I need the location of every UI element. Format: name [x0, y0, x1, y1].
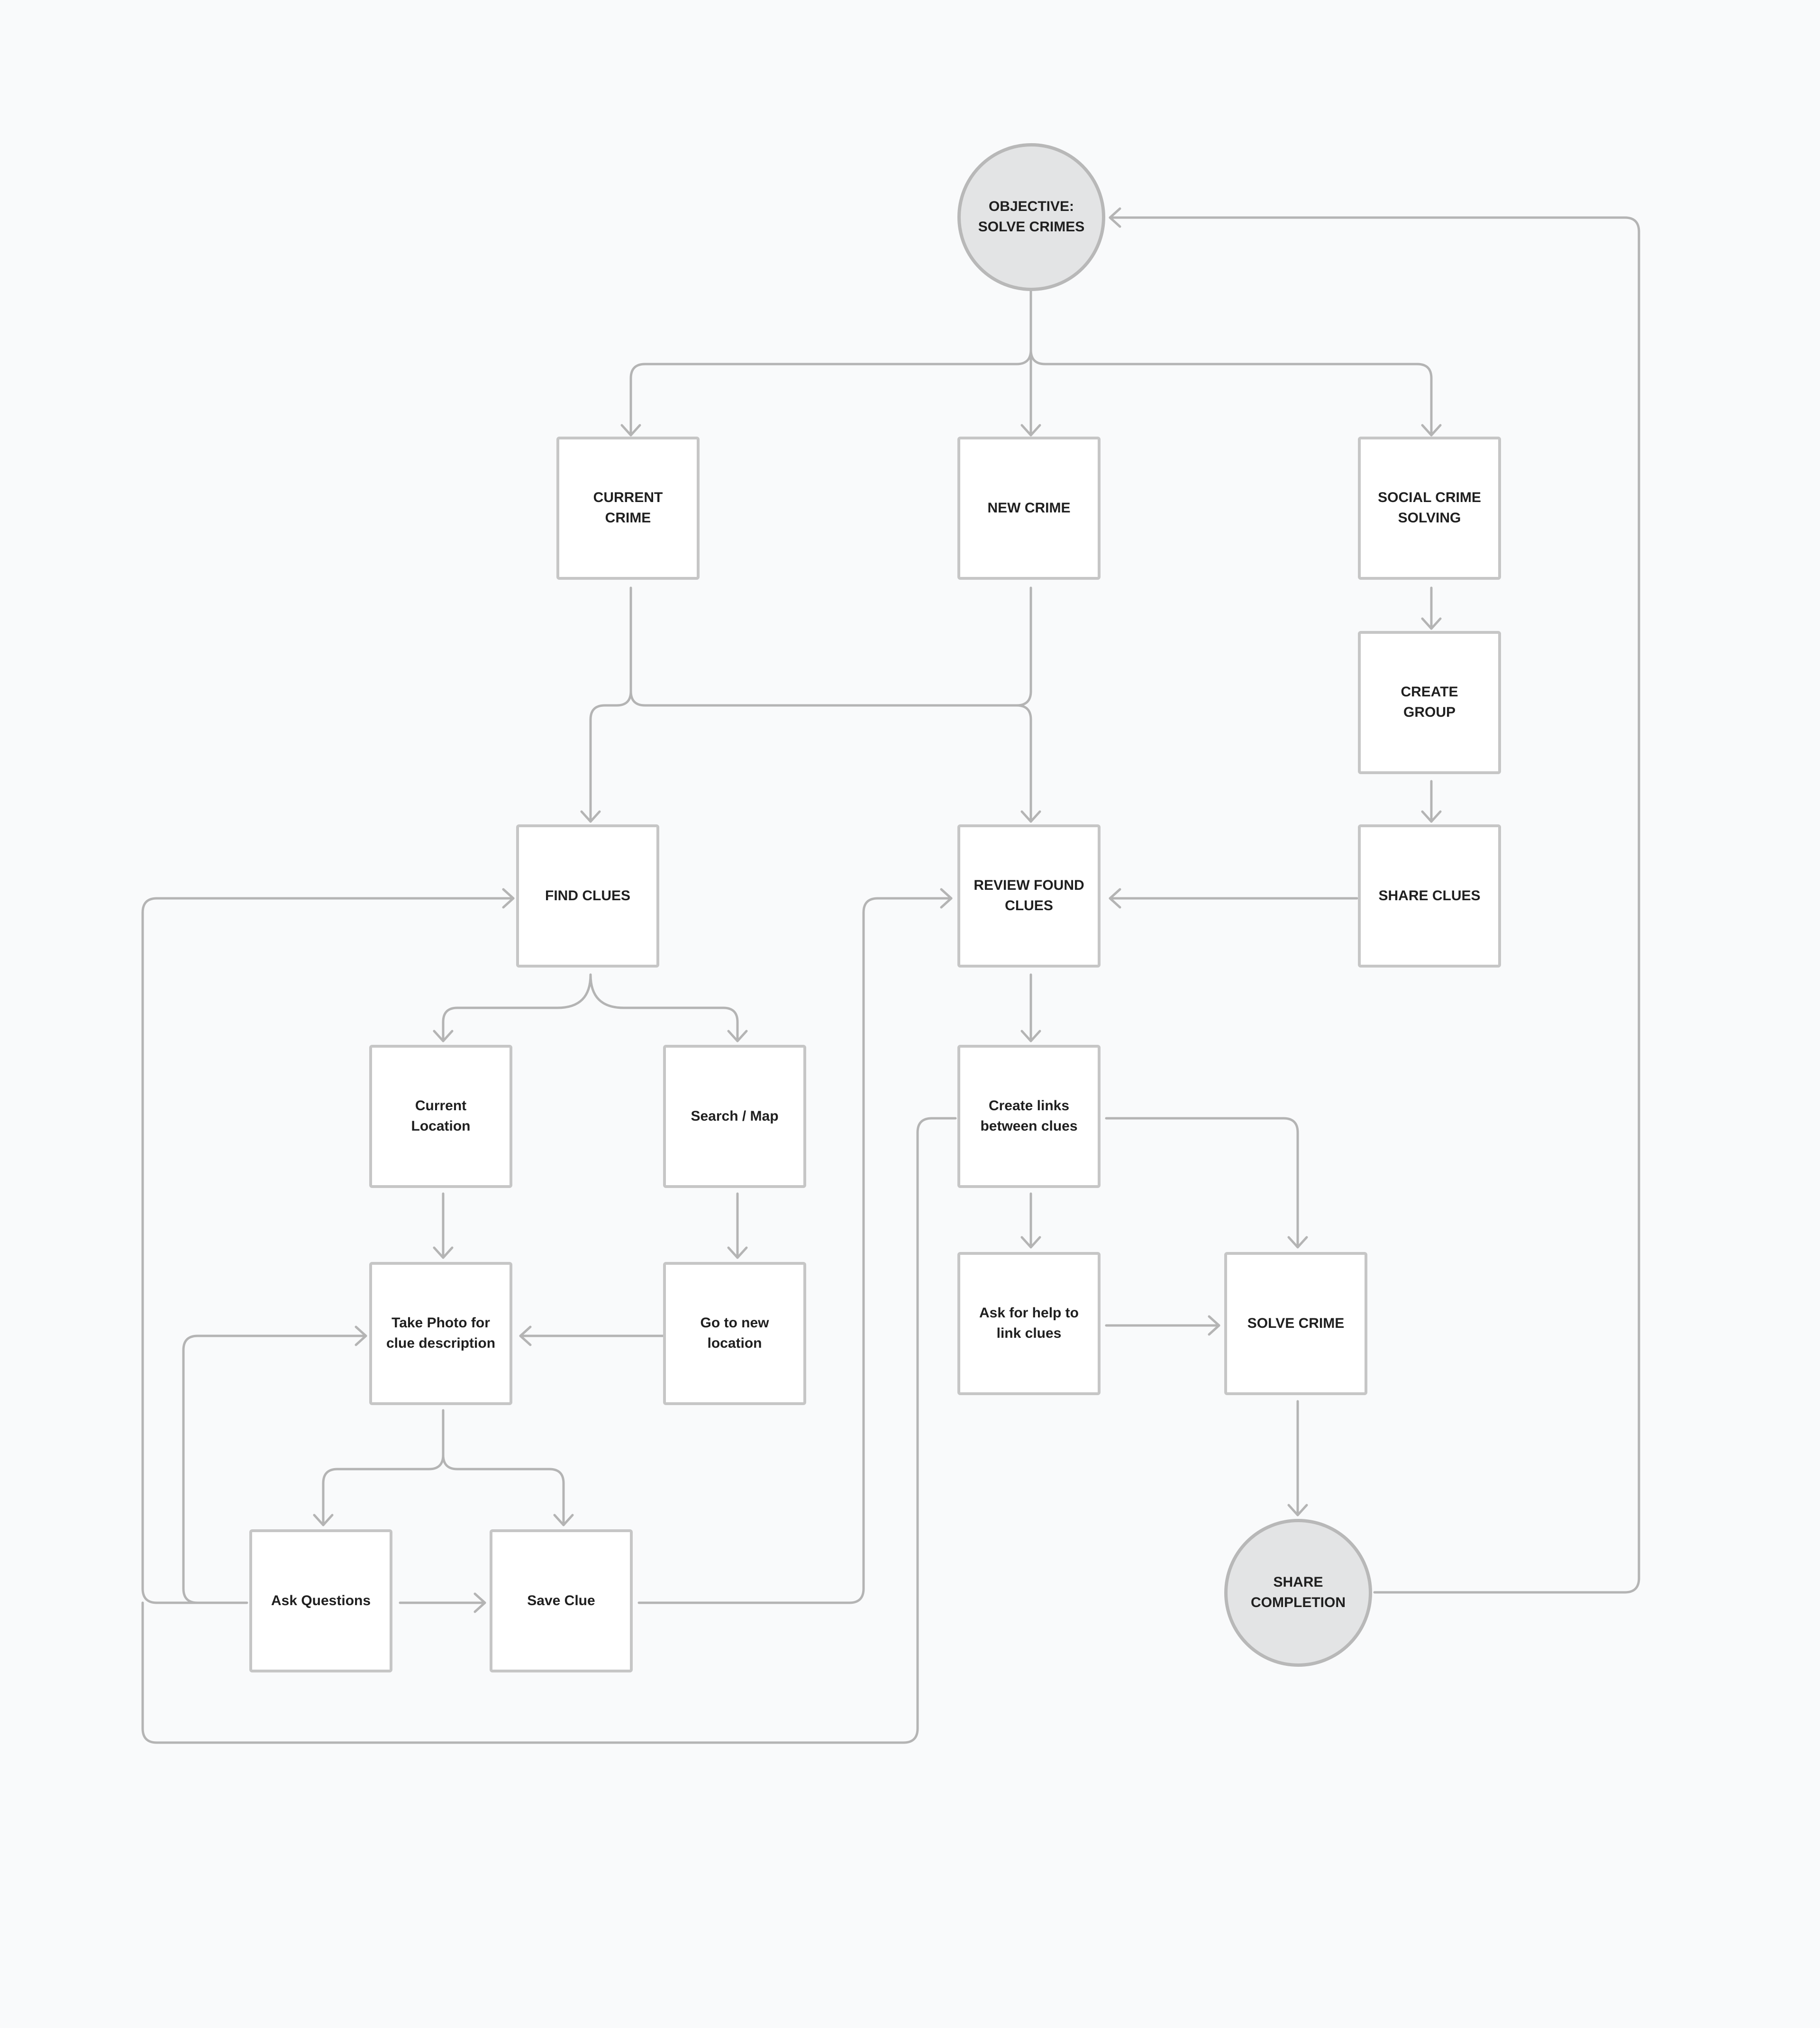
review-found-clues-label: REVIEW FOUND CLUES — [974, 877, 1084, 914]
edge-save-clue-to-review — [637, 897, 953, 1604]
edge-objective-to-social — [1029, 348, 1433, 437]
edge-merge-to-review — [1015, 704, 1032, 823]
go-to-new-location-box[interactable]: Go to new location — [663, 1262, 806, 1405]
new-crime-label: NEW CRIME — [987, 500, 1071, 516]
save-clue-box[interactable]: Save Clue — [490, 1529, 633, 1672]
ask-for-help-label: Ask for help to link clues — [979, 1305, 1079, 1341]
find-clues-label: FIND CLUES — [545, 887, 630, 904]
current-location-box[interactable]: Current Location — [369, 1045, 512, 1188]
new-crime-box[interactable]: NEW CRIME — [957, 437, 1101, 580]
share-completion-label: SHARE COMPLETION — [1251, 1574, 1346, 1610]
edge-objective-to-current-crime — [629, 289, 1032, 437]
search-map-box[interactable]: Search / Map — [663, 1045, 806, 1188]
current-location-label: Current Location — [411, 1098, 471, 1134]
edge-current-crime-down — [589, 586, 632, 823]
social-crime-solving-label: SOCIAL CRIME SOLVING — [1378, 490, 1481, 526]
solve-crime-box[interactable]: SOLVE CRIME — [1224, 1252, 1367, 1395]
current-crime-label: CURRENT CRIME — [593, 490, 663, 526]
create-links-label: Create links between clues — [980, 1098, 1078, 1134]
edge-new-crime-down — [629, 586, 1032, 707]
edge-create-links-loop-to-find-clues — [141, 1117, 957, 1744]
share-clues-box[interactable]: SHARE CLUES — [1358, 824, 1501, 968]
find-clues-box[interactable]: FIND CLUES — [516, 824, 659, 968]
solve-crime-label: SOLVE CRIME — [1247, 1315, 1345, 1331]
edge-share-completion-to-objective — [1109, 216, 1640, 1594]
ask-for-help-box[interactable]: Ask for help to link clues — [957, 1252, 1101, 1395]
edge-create-links-to-solve-crime — [1105, 1117, 1299, 1249]
arrowheads — [313, 207, 1442, 1613]
share-clues-label: SHARE CLUES — [1378, 887, 1481, 904]
objective-label: OBJECTIVE: SOLVE CRIMES — [978, 199, 1085, 235]
take-photo-label: Take Photo for clue description — [386, 1315, 496, 1351]
objective-circle[interactable]: OBJECTIVE: SOLVE CRIMES — [957, 143, 1105, 291]
review-found-clues-box[interactable]: REVIEW FOUND CLUES — [957, 824, 1101, 968]
create-group-box[interactable]: CREATE GROUP — [1358, 631, 1501, 774]
take-photo-box[interactable]: Take Photo for clue description — [369, 1262, 512, 1405]
ask-questions-label: Ask Questions — [271, 1592, 371, 1608]
go-to-new-location-label: Go to new location — [700, 1315, 769, 1351]
search-map-label: Search / Map — [691, 1108, 779, 1124]
edge-take-photo-to-ask-questions — [322, 1409, 445, 1526]
edge-ask-questions-loop-to-find-clues — [141, 897, 515, 1604]
social-crime-solving-box[interactable]: SOCIAL CRIME SOLVING — [1358, 437, 1501, 580]
edge-find-clues-to-current-location — [442, 973, 592, 1042]
create-links-box[interactable]: Create links between clues — [957, 1045, 1101, 1188]
create-group-label: CREATE GROUP — [1401, 684, 1458, 720]
current-crime-box[interactable]: CURRENT CRIME — [556, 437, 700, 580]
share-completion-circle[interactable]: SHARE COMPLETION — [1224, 1519, 1372, 1667]
save-clue-label: Save Clue — [527, 1592, 595, 1608]
edge-take-photo-to-save-clue — [442, 1453, 565, 1526]
ask-questions-box[interactable]: Ask Questions — [249, 1529, 392, 1672]
edge-find-clues-to-search-map — [589, 973, 739, 1042]
